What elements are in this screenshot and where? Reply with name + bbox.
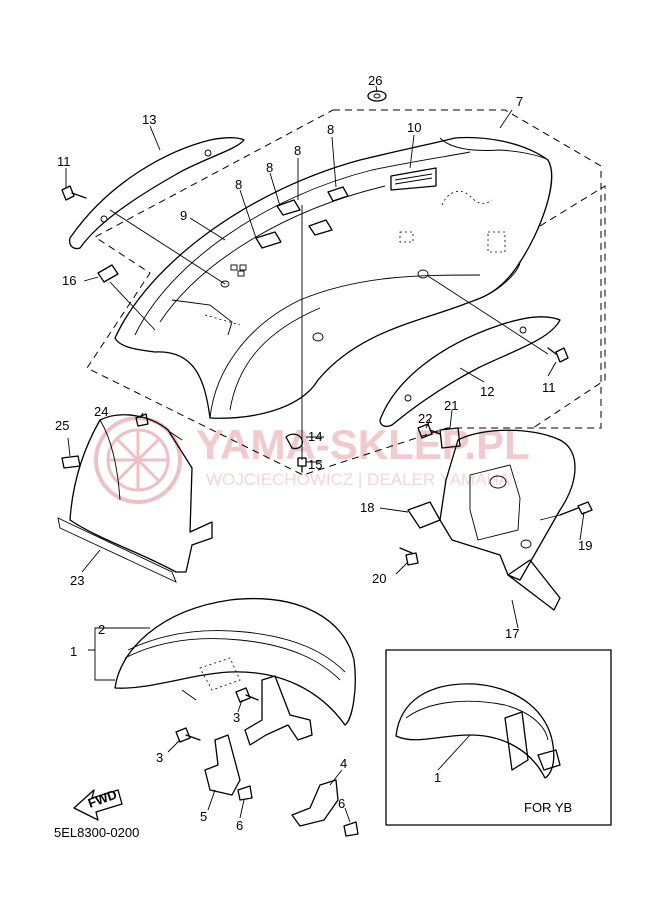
cable-clamp bbox=[439, 427, 461, 449]
bracket-bolt-small bbox=[417, 423, 441, 439]
callout-18: 18 bbox=[360, 500, 374, 515]
trim-mount-hole bbox=[100, 215, 108, 223]
inset-fender bbox=[395, 683, 561, 779]
front-fender-stay-left bbox=[204, 734, 241, 796]
callout-22: 22 bbox=[418, 411, 432, 426]
trim-mount-hole bbox=[404, 394, 412, 402]
forward-arrow-label: FWD bbox=[86, 787, 119, 811]
callout-2: 2 bbox=[98, 622, 105, 637]
inset-box bbox=[385, 649, 612, 826]
callout-10: 10 bbox=[407, 120, 421, 135]
callout-8-a: 8 bbox=[327, 122, 334, 137]
nut bbox=[343, 821, 359, 837]
callouts: 26 7 10 8 8 8 8 9 13 11 16 11 12 21 22 1… bbox=[55, 73, 592, 833]
bracket-bolt bbox=[559, 501, 593, 516]
rear-flap bbox=[57, 414, 213, 583]
screw bbox=[297, 457, 307, 473]
callout-17: 17 bbox=[505, 626, 519, 641]
diagram-code: 5EL8300-0200 bbox=[54, 825, 139, 840]
callout-23: 23 bbox=[70, 573, 84, 588]
tail-light-bracket bbox=[439, 429, 576, 611]
front-fender-stay-lower bbox=[291, 779, 339, 827]
inset-label: FOR YB bbox=[524, 800, 572, 815]
left-side-trim bbox=[68, 137, 245, 250]
grommet bbox=[97, 264, 119, 283]
callout-25: 25 bbox=[55, 418, 69, 433]
forward-arrow-icon bbox=[73, 789, 123, 821]
trim-mount-hole bbox=[204, 149, 212, 157]
leader-lines bbox=[65, 85, 585, 823]
watermark: YAMA-SKLEP.PL WOJCIECHOWICZ | DEALER YAM… bbox=[94, 416, 530, 504]
callout-11-right: 11 bbox=[542, 380, 556, 395]
watermark-subtitle: WOJCIECHOWICZ | DEALER YAMAHA bbox=[206, 470, 511, 489]
callout-11-left: 11 bbox=[57, 154, 71, 169]
bolt-left bbox=[61, 185, 87, 201]
callout-8-d: 8 bbox=[235, 177, 242, 192]
right-side-trim bbox=[379, 316, 561, 427]
rear-fender bbox=[114, 136, 553, 419]
callout-4: 4 bbox=[340, 756, 347, 771]
callout-8-b: 8 bbox=[294, 143, 301, 158]
callout-12: 12 bbox=[480, 384, 494, 399]
callout-16: 16 bbox=[62, 273, 76, 288]
assembly-outline-right-box bbox=[532, 185, 606, 429]
callout-8-c: 8 bbox=[266, 160, 273, 175]
callout-6-a: 6 bbox=[236, 818, 243, 833]
callout-6-b: 6 bbox=[338, 796, 345, 811]
washer bbox=[367, 90, 387, 102]
callout-14: 14 bbox=[308, 429, 322, 444]
callout-21: 21 bbox=[444, 398, 458, 413]
watermark-logo-icon bbox=[94, 416, 182, 504]
nut bbox=[237, 785, 253, 801]
bolt bbox=[175, 727, 201, 743]
callout-9: 9 bbox=[180, 208, 187, 223]
callout-5: 5 bbox=[200, 809, 207, 824]
callout-24: 24 bbox=[94, 404, 108, 419]
rear-fender-assembly-outline bbox=[86, 109, 602, 476]
watermark-title: YAMA-SKLEP.PL bbox=[196, 421, 530, 468]
callout-1-inset: 1 bbox=[434, 770, 441, 785]
callout-1: 1 bbox=[70, 644, 77, 659]
callout-3-a: 3 bbox=[233, 710, 240, 725]
clip-nut bbox=[61, 455, 81, 469]
callout-13: 13 bbox=[142, 112, 156, 127]
trim-mount-hole bbox=[519, 326, 527, 334]
callout-19: 19 bbox=[578, 538, 592, 553]
front-fender bbox=[114, 598, 356, 726]
front-fender-stay-right bbox=[244, 675, 313, 746]
callout-15: 15 bbox=[308, 457, 322, 472]
bracket-stay bbox=[407, 501, 441, 529]
callout-20: 20 bbox=[372, 571, 386, 586]
rivet bbox=[135, 413, 149, 427]
bolt-right bbox=[547, 347, 569, 363]
callout-7: 7 bbox=[516, 94, 523, 109]
callout-3-b: 3 bbox=[156, 750, 163, 765]
bolt bbox=[235, 687, 259, 703]
callout-26: 26 bbox=[368, 73, 382, 88]
bracket-screw bbox=[399, 547, 419, 566]
